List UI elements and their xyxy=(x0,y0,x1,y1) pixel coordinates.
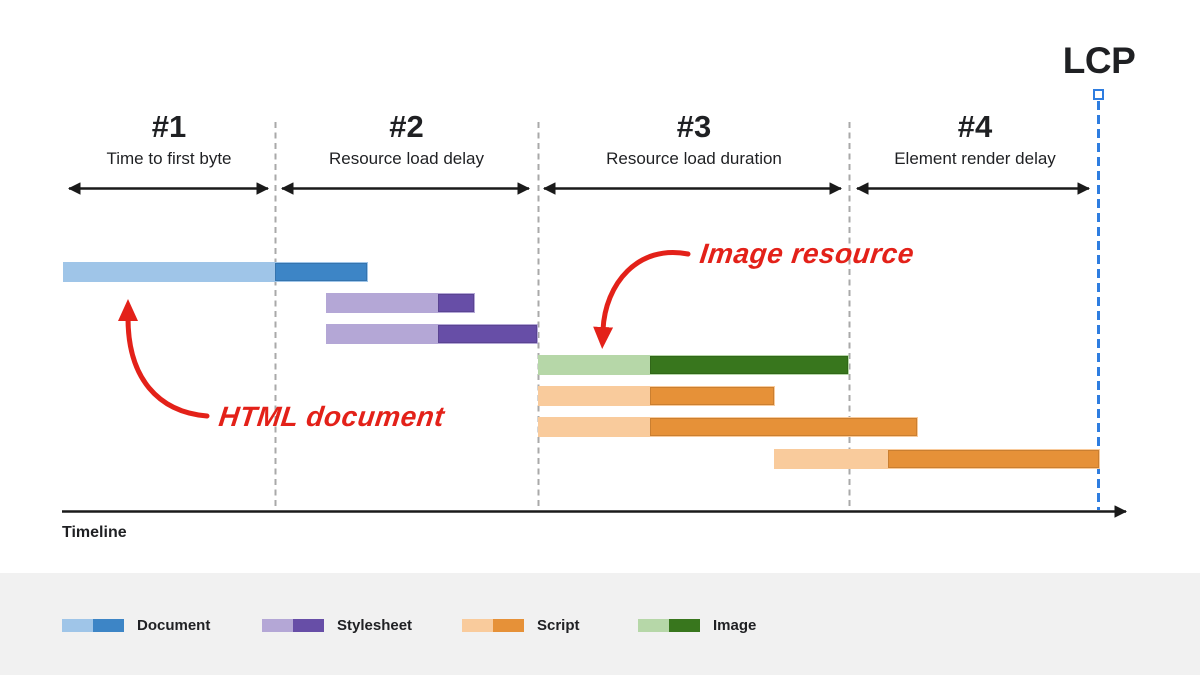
html-document-annotation: HTML document xyxy=(217,401,447,432)
timeline-axis-label: Timeline xyxy=(62,524,127,541)
legend-label-stylesheet: Stylesheet xyxy=(337,617,413,634)
image-resource-arrow xyxy=(593,250,691,349)
stylesheet-bar-dark xyxy=(438,325,537,343)
document-swatch-dark xyxy=(93,619,124,632)
legend-item-stylesheet: Stylesheet xyxy=(262,617,412,634)
phase-4-header: #4 Element render delay xyxy=(850,110,1100,169)
legend-item-document: Document xyxy=(62,617,210,634)
script-bar-dark xyxy=(650,387,774,405)
script-bar-dark xyxy=(650,418,917,436)
stylesheet-bar-light xyxy=(326,293,475,313)
script-bar-dark xyxy=(888,450,1099,468)
phase-1-label: Time to first byte xyxy=(106,149,232,168)
image-swatch-dark xyxy=(669,619,700,632)
document-swatch-light xyxy=(62,619,93,632)
image-swatch-light xyxy=(638,619,669,632)
legend-label-image: Image xyxy=(713,617,757,634)
phase-3-number: #3 xyxy=(676,109,712,144)
phase-3-label: Resource load duration xyxy=(606,149,782,168)
phase-3-header: #3 Resource load duration xyxy=(538,110,850,169)
phase-1-header: #1 Time to first byte xyxy=(63,110,275,169)
lcp-marker-square xyxy=(1093,89,1104,100)
script-swatch-dark xyxy=(493,619,524,632)
legend-item-image: Image xyxy=(638,617,756,634)
phase-2-label: Resource load delay xyxy=(329,149,484,168)
legend-label-document: Document xyxy=(137,617,211,634)
phase-1-number: #1 xyxy=(151,109,187,144)
stylesheet-swatch-light xyxy=(262,619,293,632)
legend-label-script: Script xyxy=(537,617,580,634)
legend-footer: Document Stylesheet Script Image xyxy=(0,573,1200,675)
image-swatch xyxy=(638,619,700,632)
image-resource-annotation: Image resource xyxy=(698,238,916,269)
stylesheet-bar-dark xyxy=(438,294,474,312)
phase-4-label: Element render delay xyxy=(894,149,1056,168)
phase-4-number: #4 xyxy=(957,109,993,144)
html-document-arrow xyxy=(118,299,210,419)
stylesheet-swatch xyxy=(262,619,324,632)
stylesheet-swatch-dark xyxy=(293,619,324,632)
legend-item-script: Script xyxy=(462,617,580,634)
phase-2-number: #2 xyxy=(389,109,424,144)
lcp-title: LCP xyxy=(1062,40,1136,81)
phase-2-header: #2 Resource load delay xyxy=(275,110,538,169)
script-swatch xyxy=(462,619,524,632)
image-bar-dark xyxy=(650,356,848,374)
document-bar-dark xyxy=(275,263,367,281)
document-swatch xyxy=(62,619,124,632)
script-swatch-light xyxy=(462,619,493,632)
